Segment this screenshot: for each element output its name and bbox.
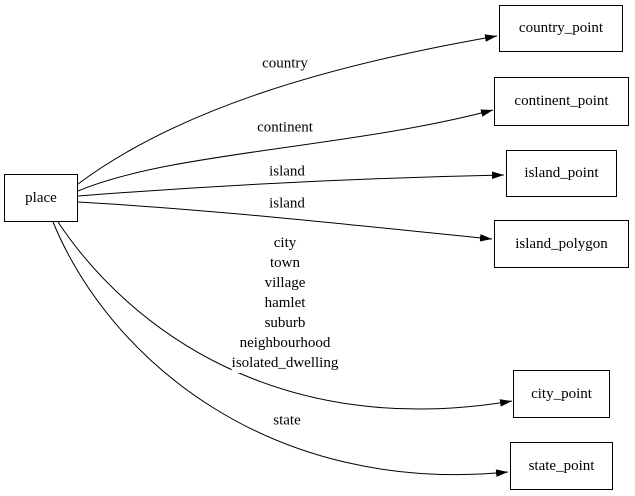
node-island-polygon-label: island_polygon xyxy=(515,235,608,252)
edge-label-line-isolated-dwelling: isolated_dwelling xyxy=(231,355,339,371)
edge-label-line-village: village xyxy=(264,275,306,291)
edge-label-state: state xyxy=(273,412,301,429)
edge-label-line-hamlet: hamlet xyxy=(264,295,306,311)
edge-place-country-point xyxy=(77,34,498,185)
node-continent-point-label: continent_point xyxy=(514,93,609,109)
node-country-point: country_point xyxy=(499,5,623,52)
edge-label-line-city: city xyxy=(273,235,297,251)
edge-label-continent: continent xyxy=(257,119,313,136)
node-continent-point: continent_point xyxy=(494,77,629,126)
node-place-label: place xyxy=(25,189,57,206)
edge-place-continent-point xyxy=(77,109,494,192)
edge-place-city-point xyxy=(57,221,513,410)
edge-place-state-point xyxy=(52,221,509,477)
edge-label-line-town: town xyxy=(270,255,300,271)
edge-label-country: country xyxy=(262,55,308,72)
node-island-point: island_point xyxy=(506,150,617,197)
edge-label-line-neighbourhood: neighbourhood xyxy=(239,335,331,351)
edge-label-island-polygon: island xyxy=(269,195,305,212)
node-city-point-label: city_point xyxy=(531,385,592,402)
edge-label-line-suburb: suburb xyxy=(264,315,306,331)
node-island-point-label: island_point xyxy=(524,165,599,181)
node-state-point-label: state_point xyxy=(528,457,595,474)
edge-label-city-point: city town village hamlet suburb neighbou… xyxy=(231,233,339,373)
node-country-point-label: country_point xyxy=(518,20,604,36)
node-island-polygon: island_polygon xyxy=(494,220,629,268)
edge-place-island-polygon xyxy=(77,201,493,242)
edge-label-island-point: island xyxy=(269,163,305,180)
node-place: place xyxy=(4,174,78,222)
edge-place-island-point xyxy=(77,171,505,197)
node-state-point: state_point xyxy=(510,442,613,490)
node-city-point: city_point xyxy=(513,370,610,418)
